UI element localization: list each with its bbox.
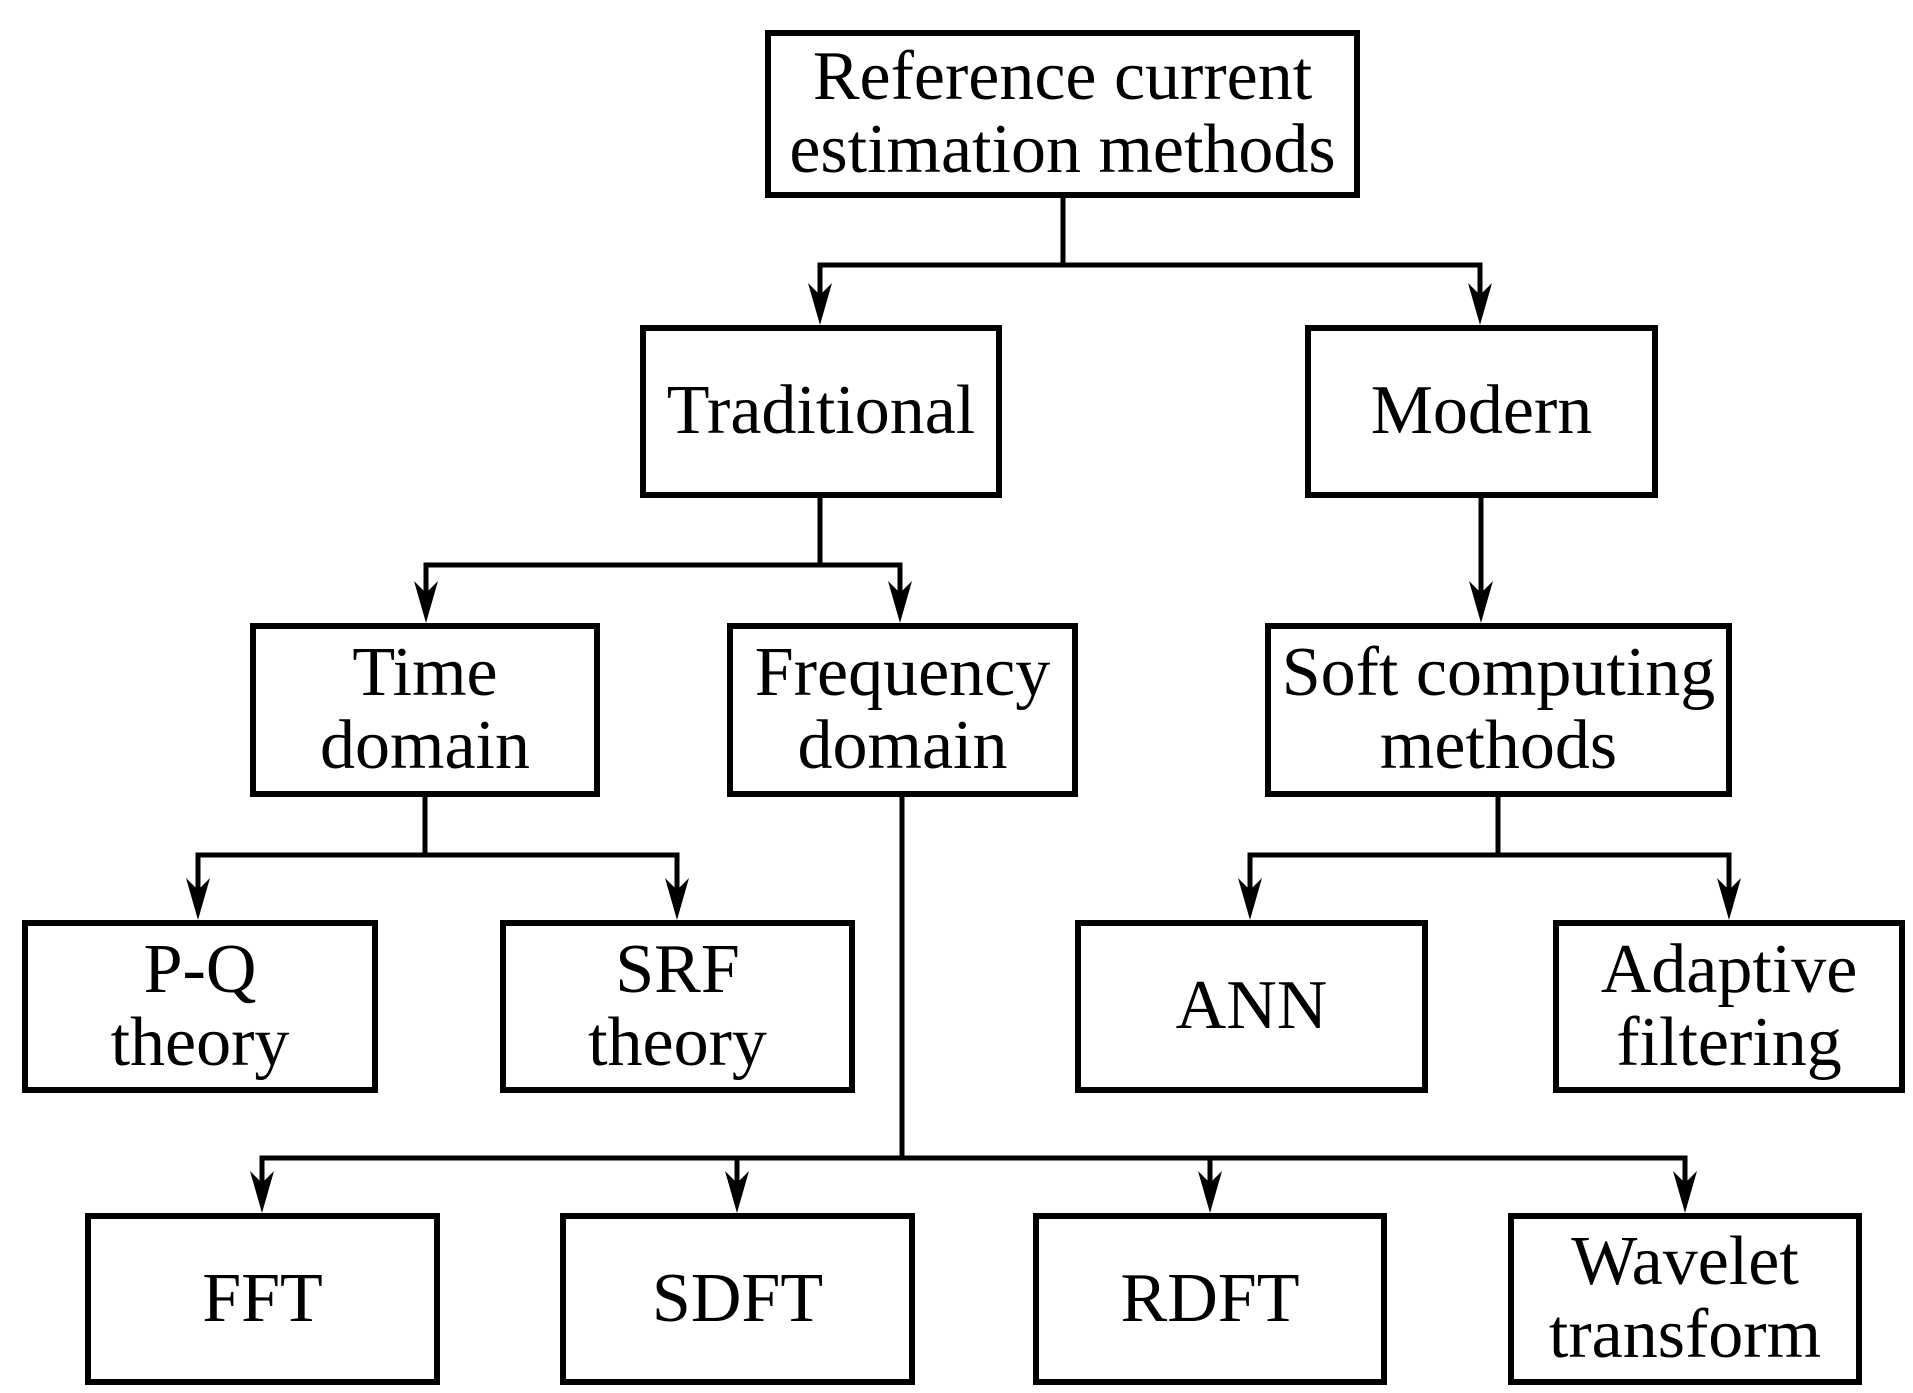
node-pq-theory-label-line2: theory bbox=[110, 1003, 290, 1081]
node-frequency-domain-label-line2: domain bbox=[797, 707, 1008, 784]
node-fft: FFT bbox=[85, 1213, 440, 1385]
arrowhead-down-icon bbox=[665, 878, 689, 920]
arrowhead-down-icon bbox=[1717, 878, 1741, 920]
node-modern-label: Modern bbox=[1370, 372, 1593, 450]
node-srf-theory: SRF theory bbox=[500, 920, 855, 1093]
node-srf-theory-label-line2: theory bbox=[588, 1003, 767, 1081]
connector-line bbox=[1247, 795, 1732, 890]
edge-soft-computing-to-ann-and-adaptive bbox=[1238, 795, 1741, 920]
arrowhead-down-icon bbox=[888, 581, 912, 623]
edge-modern-to-soft-computing bbox=[1469, 496, 1493, 623]
node-reference-current-estimation-methods-label-line1: Reference current bbox=[812, 38, 1313, 116]
node-wavelet-transform-label-line2: transform bbox=[1548, 1296, 1822, 1373]
node-wavelet-transform: Wavelet transform bbox=[1508, 1213, 1862, 1385]
connector-line bbox=[195, 795, 680, 890]
node-sdft-label: SDFT bbox=[651, 1259, 824, 1337]
node-soft-computing-methods-label-line2: methods bbox=[1379, 707, 1618, 784]
node-pq-theory-label-line1: P-Q bbox=[143, 930, 257, 1008]
node-time-domain-label-line1: Time bbox=[352, 634, 498, 712]
arrowhead-down-icon bbox=[1198, 1171, 1222, 1213]
node-ann: ANN bbox=[1075, 920, 1428, 1093]
arrowhead-down-icon bbox=[725, 1171, 749, 1213]
node-modern: Modern bbox=[1305, 325, 1658, 498]
node-soft-computing-methods: Soft computing methods bbox=[1265, 623, 1732, 797]
node-pq-theory: P-Q theory bbox=[22, 920, 378, 1093]
node-adaptive-filtering-label-line2: filtering bbox=[1616, 1003, 1842, 1081]
node-fft-label: FFT bbox=[202, 1259, 323, 1337]
node-time-domain-label-line2: domain bbox=[320, 707, 530, 784]
edge-root-to-traditional-and-modern bbox=[808, 196, 1492, 325]
node-reference-current-estimation-methods-label-line2: estimation methods bbox=[789, 111, 1336, 188]
arrowhead-down-icon bbox=[1468, 283, 1492, 325]
arrowhead-down-icon bbox=[1469, 581, 1493, 623]
edge-frequency-domain-to-transforms bbox=[250, 795, 1697, 1213]
connector-line bbox=[423, 496, 903, 597]
arrowhead-down-icon bbox=[414, 581, 438, 623]
connector-line bbox=[817, 196, 1483, 297]
arrowhead-down-icon bbox=[808, 283, 832, 325]
node-frequency-domain: Frequency domain bbox=[727, 623, 1078, 797]
node-reference-current-estimation-methods: Reference current estimation methods bbox=[765, 30, 1360, 198]
edge-traditional-to-time-and-frequency bbox=[414, 496, 912, 623]
node-traditional: Traditional bbox=[640, 325, 1002, 498]
arrowhead-down-icon bbox=[250, 1171, 274, 1213]
arrowhead-down-icon bbox=[186, 878, 210, 920]
node-time-domain: Time domain bbox=[250, 623, 600, 797]
node-traditional-label: Traditional bbox=[666, 372, 976, 450]
connector-line bbox=[259, 795, 1688, 1193]
node-rdft-label: RDFT bbox=[1120, 1259, 1300, 1337]
node-rdft: RDFT bbox=[1033, 1213, 1387, 1385]
arrowhead-down-icon bbox=[1673, 1171, 1697, 1213]
edge-time-domain-to-pq-and-srf bbox=[186, 795, 689, 920]
node-sdft: SDFT bbox=[560, 1213, 915, 1385]
node-adaptive-filtering: Adaptive filtering bbox=[1553, 920, 1905, 1093]
arrowhead-down-icon bbox=[1238, 878, 1262, 920]
node-frequency-domain-label-line1: Frequency bbox=[754, 634, 1051, 712]
node-wavelet-transform-label-line1: Wavelet bbox=[1571, 1223, 1799, 1301]
node-soft-computing-methods-label-line1: Soft computing bbox=[1281, 634, 1716, 712]
node-ann-label: ANN bbox=[1175, 967, 1328, 1045]
node-adaptive-filtering-label-line1: Adaptive bbox=[1600, 930, 1858, 1008]
node-srf-theory-label-line1: SRF bbox=[615, 930, 740, 1008]
